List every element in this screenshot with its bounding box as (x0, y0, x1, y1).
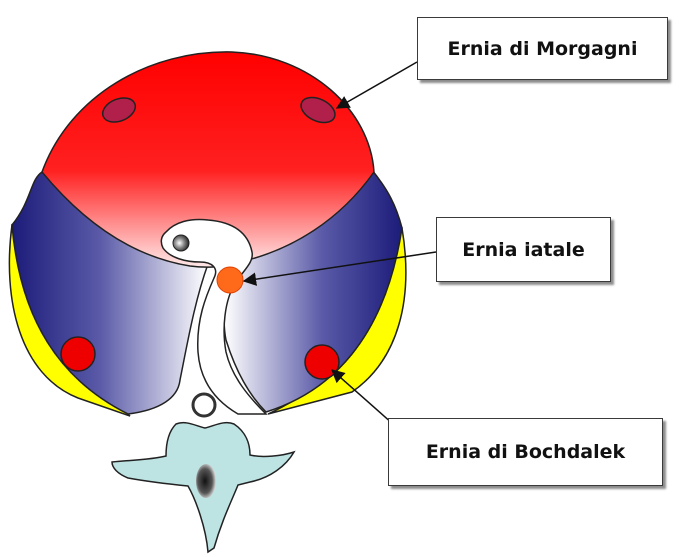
bochdalek-marker-left (61, 337, 95, 371)
bochdalek-marker-right (305, 345, 339, 379)
bochdalek-label: Ernia di Bochdalek (388, 418, 663, 486)
hiatal-hernia-marker (217, 267, 243, 293)
iatale-label: Ernia iatale (436, 217, 611, 282)
aorta-ring (193, 394, 215, 416)
spinal-canal (196, 464, 216, 498)
morgagni-arrow (337, 62, 417, 108)
morgagni-label: Ernia di Morgagni (417, 17, 668, 80)
small-opening-marker (173, 235, 189, 251)
